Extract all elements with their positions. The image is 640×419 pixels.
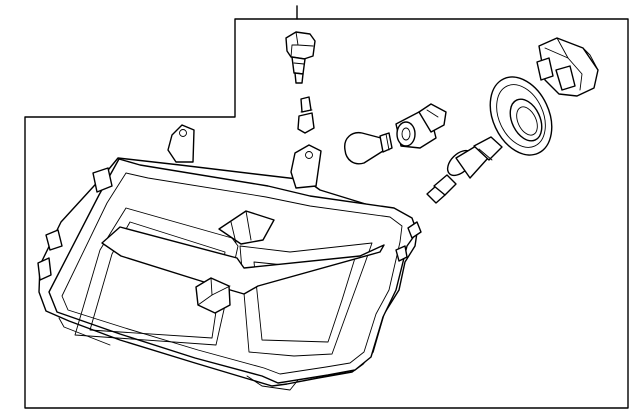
headlamp-assembly [37, 124, 422, 391]
turn-signal-socket [395, 103, 447, 149]
wedge-bulb [297, 96, 315, 134]
headlamp-dust-cover [489, 76, 553, 156]
turn-signal-bulb [344, 131, 393, 165]
bulb-retainer-cap [536, 37, 599, 97]
headlamp-bulb [426, 136, 503, 204]
diagram-frame [24, 18, 629, 409]
side-marker-socket [285, 31, 316, 84]
